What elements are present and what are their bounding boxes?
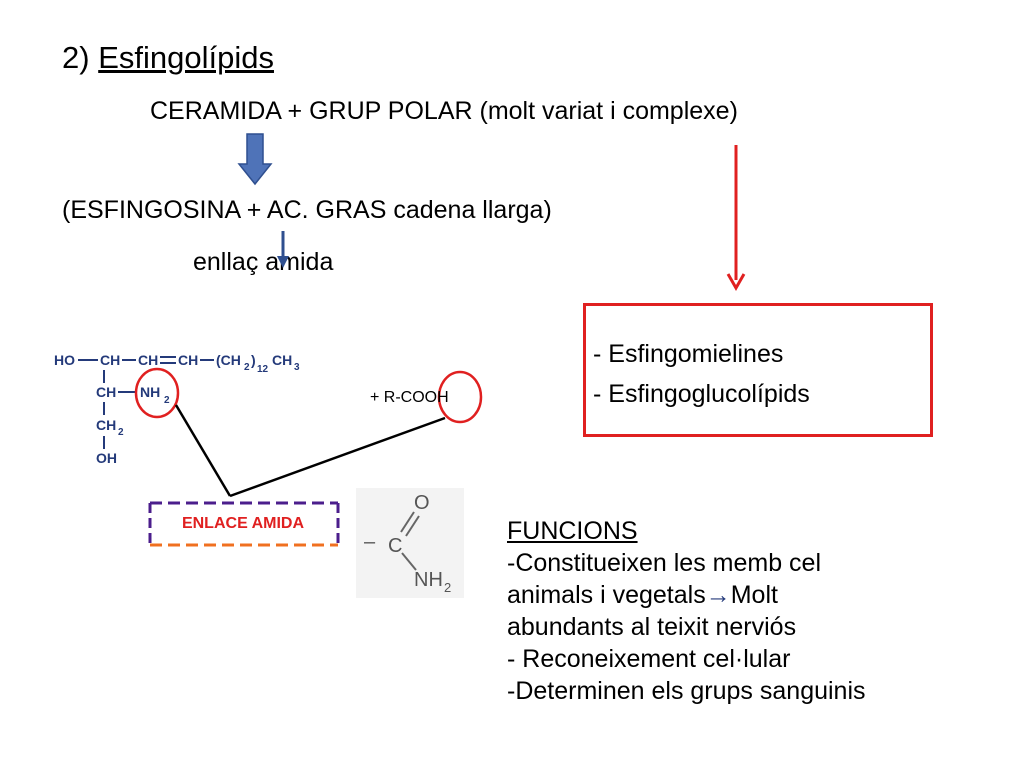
funcions-line-3: abundants al teixit nerviós (507, 613, 797, 641)
ch3-sub-3: 3 (294, 362, 300, 373)
right-arrow-icon: → (705, 581, 731, 609)
esfingosina-line: (ESFINGOSINA + AC. GRAS cadena llarga) (62, 196, 552, 224)
nh-sub: 2 (164, 395, 170, 406)
ch-text-3: CH (178, 352, 198, 368)
ceramida-line: CERAMIDA + GRUP POLAR (molt variat i com… (150, 97, 738, 125)
ch-text-2: CH (138, 352, 158, 368)
funcions-line-2a: animals i vegetals (507, 581, 706, 609)
enlace-amida-label: ENLACE AMIDA (181, 515, 305, 532)
funcions-block: FUNCIONS -Constitueixen les memb cel ani… (507, 515, 866, 707)
amide-o: O (414, 492, 430, 514)
sphingosine-formula: HO CH CH CH (CH 2 ) 12 CH 3 CH NH 2 CH 2… (54, 352, 300, 466)
funcions-line-4: - Reconeixement cel·lular (507, 645, 791, 673)
ho-text: HO (54, 352, 75, 368)
ch2-low-text: CH (96, 417, 116, 433)
bond-line-right (229, 416, 446, 498)
amide-c: C (388, 535, 402, 557)
red-down-arrow-head (726, 273, 746, 292)
cooh-highlight-circle (437, 370, 483, 424)
amide-dash: – (364, 531, 376, 553)
chain-sub-12: 12 (257, 364, 269, 375)
slide-title: 2) Esfingolípids (62, 40, 274, 76)
funcions-line-1: -Constitueixen les memb cel (507, 549, 822, 577)
funcions-line-5: -Determinen els grups sanguinis (507, 677, 866, 705)
ch-mid-text: CH (96, 384, 116, 400)
funcions-line-2b: Molt (730, 581, 778, 609)
title-name: Esfingolípids (98, 40, 274, 75)
ch2-low-sub: 2 (118, 427, 124, 438)
title-number: 2) (62, 40, 90, 75)
oh-text: OH (96, 450, 117, 466)
funcions-line-2: animals i vegetals→Molt (507, 579, 866, 611)
amide-nh: NH (414, 569, 443, 591)
chain-sub-2: 2 (244, 362, 250, 373)
amide-nh-sub: 2 (444, 580, 451, 595)
enllac-amida-line: enllaç amida (193, 248, 334, 276)
sphingolipid-types-box (583, 303, 933, 437)
ch-text-1: CH (100, 352, 120, 368)
nh-text: NH (140, 384, 160, 400)
ch3-text: CH (272, 352, 292, 368)
bond-line-left (174, 404, 232, 497)
esfingoglucolipids-item: - Esfingoglucolípids (593, 380, 810, 408)
rcooh-label: + R-COOH (370, 389, 449, 406)
nh2-highlight-circle (134, 367, 180, 419)
funcions-heading: FUNCIONS (507, 517, 638, 545)
chain-open-text: (CH (216, 352, 241, 368)
blue-down-arrow (237, 133, 273, 186)
esfingomielines-item: - Esfingomielines (593, 340, 784, 368)
chain-close-text: ) (251, 352, 256, 368)
thin-blue-arrow-head (277, 256, 289, 268)
amide-structure: – C O NH 2 (356, 488, 464, 598)
